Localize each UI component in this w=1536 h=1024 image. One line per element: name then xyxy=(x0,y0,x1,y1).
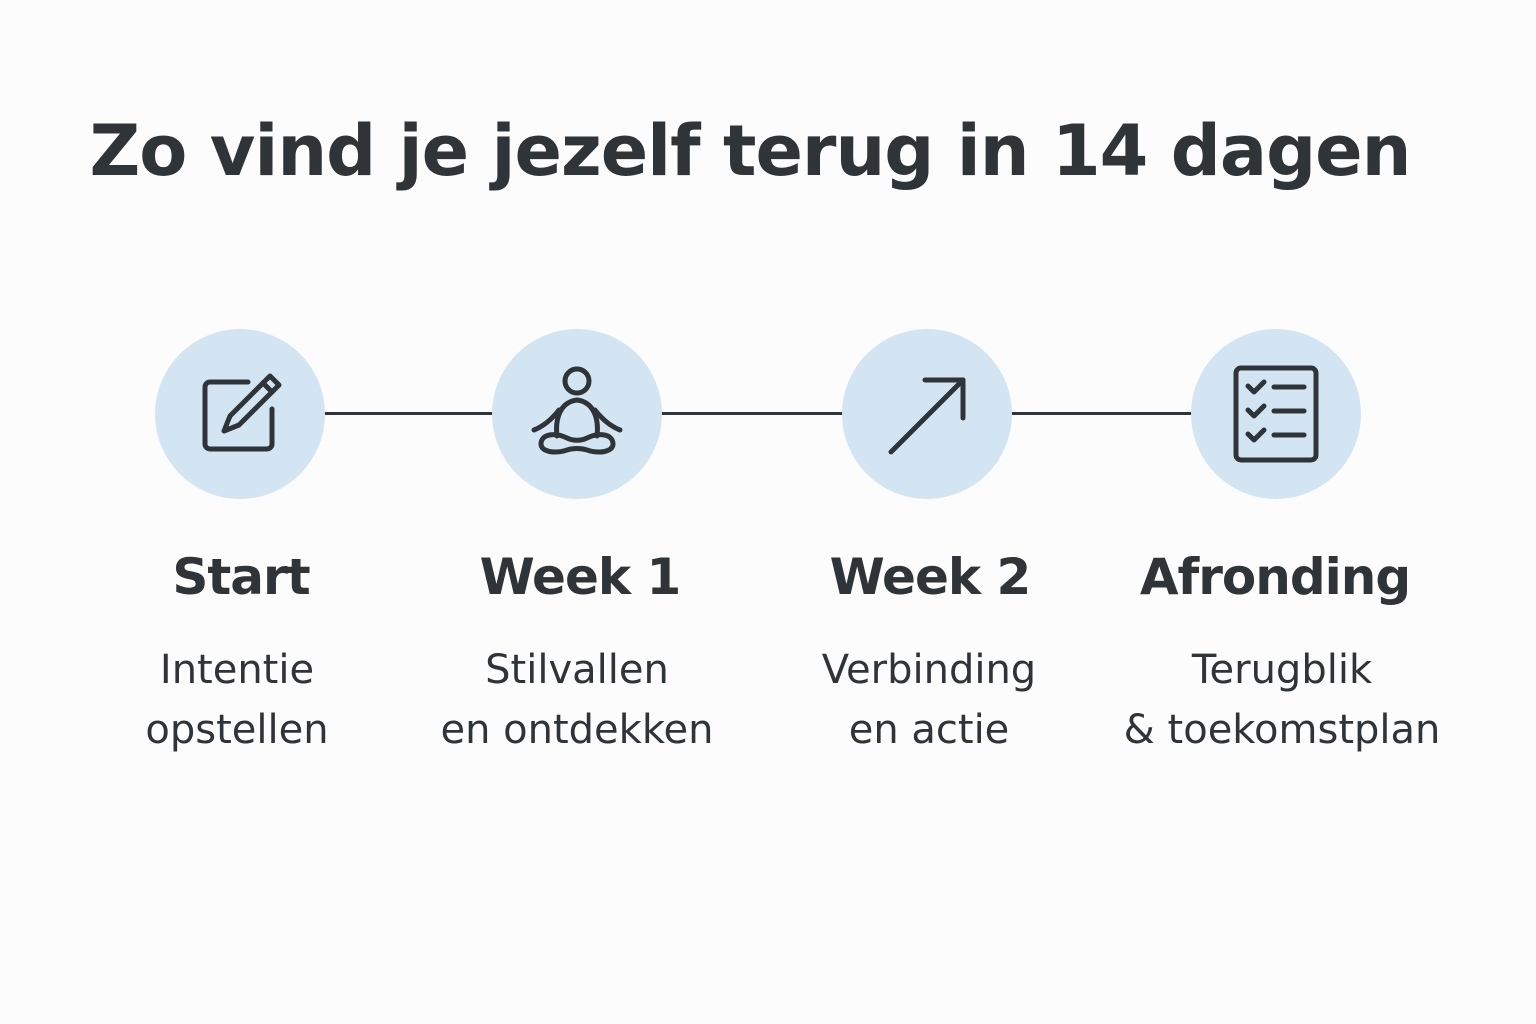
step-desc-line: en ontdekken xyxy=(440,707,714,753)
connector-line-2 xyxy=(659,412,845,415)
step-desc-week-2: Verbinding en actie xyxy=(739,640,1119,760)
pencil-square-icon xyxy=(202,373,282,452)
meditation-icon xyxy=(531,366,623,455)
connector-line-1 xyxy=(322,412,496,415)
step-desc-line: Verbinding xyxy=(821,647,1037,693)
step-desc-line: Intentie xyxy=(159,647,315,693)
step-label-afronding: Afronding xyxy=(1139,548,1411,606)
step-desc-afronding: Terugblik & toekomstplan xyxy=(1092,640,1472,760)
step-desc-start: Intentie opstellen xyxy=(47,640,427,760)
arrow-up-right-icon xyxy=(888,377,966,455)
step-circle-start xyxy=(155,329,325,499)
step-desc-week-1: Stilvallen en ontdekken xyxy=(387,640,767,760)
step-label-week-1: Week 1 xyxy=(479,548,682,606)
step-circle-week-1 xyxy=(492,329,662,499)
step-desc-line: opstellen xyxy=(145,707,329,753)
step-desc-line: Stilvallen xyxy=(485,647,669,693)
step-circle-afronding xyxy=(1191,329,1361,499)
connector-line-3 xyxy=(1009,412,1195,415)
step-label-week-2: Week 2 xyxy=(829,548,1032,606)
step-desc-line: & toekomstplan xyxy=(1123,707,1441,753)
checklist-icon xyxy=(1233,365,1319,463)
step-desc-line: en actie xyxy=(848,707,1010,753)
step-circle-week-2 xyxy=(842,329,1012,499)
page-title: Zo vind je jezelf terug in 14 dagen xyxy=(89,110,1411,192)
step-label-start: Start xyxy=(172,548,310,606)
step-desc-line: Terugblik xyxy=(1191,647,1373,693)
